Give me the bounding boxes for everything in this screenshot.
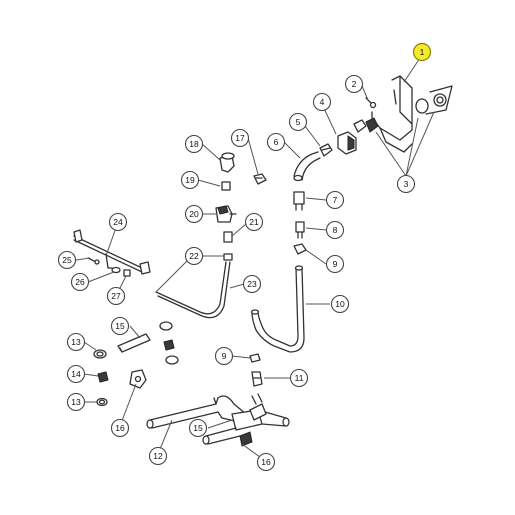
callout-7[interactable]: 7 xyxy=(325,190,345,210)
fitting-21 xyxy=(223,231,233,243)
callout-14[interactable]: 14 xyxy=(66,364,86,384)
washer xyxy=(111,266,121,274)
valve-block xyxy=(337,119,367,155)
callout-8[interactable]: 8 xyxy=(325,220,345,240)
callout-6[interactable]: 6 xyxy=(266,132,286,152)
plate xyxy=(117,333,151,353)
callout-9-lower[interactable]: 9 xyxy=(214,346,234,366)
nozzle-fitting xyxy=(293,191,305,211)
callout-21[interactable]: 21 xyxy=(244,212,264,232)
callout-26[interactable]: 26 xyxy=(70,272,90,292)
long-hose xyxy=(250,265,305,353)
callout-22[interactable]: 22 xyxy=(184,246,204,266)
tee-valve xyxy=(215,205,237,223)
callout-12[interactable]: 12 xyxy=(148,446,168,466)
callout-23[interactable]: 23 xyxy=(242,274,262,294)
screw xyxy=(365,97,377,109)
callout-15-lower[interactable]: 15 xyxy=(188,418,208,438)
fitting-19 xyxy=(221,181,231,191)
callout-25[interactable]: 25 xyxy=(57,250,77,270)
elbow-tube xyxy=(293,151,321,182)
nut xyxy=(253,173,267,185)
callout-16-left[interactable]: 16 xyxy=(110,418,130,438)
fitting-upper xyxy=(293,243,307,255)
callout-2[interactable]: 2 xyxy=(344,74,364,94)
thin-tube xyxy=(155,261,231,319)
callout-5[interactable]: 5 xyxy=(288,112,308,132)
callout-19[interactable]: 19 xyxy=(180,170,200,190)
callout-16-right[interactable]: 16 xyxy=(256,452,276,472)
callout-18[interactable]: 18 xyxy=(184,134,204,154)
connector xyxy=(295,221,305,239)
fitting-lower xyxy=(251,371,263,387)
clamp xyxy=(159,321,179,365)
callout-11[interactable]: 11 xyxy=(289,368,309,388)
callout-10[interactable]: 10 xyxy=(330,294,350,314)
callout-4[interactable]: 4 xyxy=(312,92,332,112)
callout-24[interactable]: 24 xyxy=(108,212,128,232)
callout-13-upper[interactable]: 13 xyxy=(66,332,86,352)
callout-15-upper[interactable]: 15 xyxy=(110,316,130,336)
callout-17[interactable]: 17 xyxy=(230,128,250,148)
callout-13-lower[interactable]: 13 xyxy=(66,392,86,412)
bracket-assembly xyxy=(365,75,453,153)
small-fitting xyxy=(319,143,333,157)
hose-clamp xyxy=(93,349,107,359)
callout-1[interactable]: 1 xyxy=(412,42,432,62)
callout-3[interactable]: 3 xyxy=(396,174,416,194)
plug xyxy=(97,371,109,383)
small-elbow xyxy=(223,253,233,261)
leader-lines xyxy=(75,57,435,461)
manifold-tube xyxy=(146,393,290,447)
bracket-fitting xyxy=(129,369,147,389)
elbow-fitting xyxy=(219,152,235,173)
callout-27[interactable]: 27 xyxy=(106,286,126,306)
callout-20[interactable]: 20 xyxy=(184,204,204,224)
callout-9-upper[interactable]: 9 xyxy=(325,254,345,274)
nut-27 xyxy=(123,269,131,277)
rod-bracket xyxy=(73,229,151,275)
fitting-small xyxy=(249,353,261,363)
hose-clamp-lower xyxy=(96,397,108,407)
screw-25 xyxy=(87,257,100,265)
